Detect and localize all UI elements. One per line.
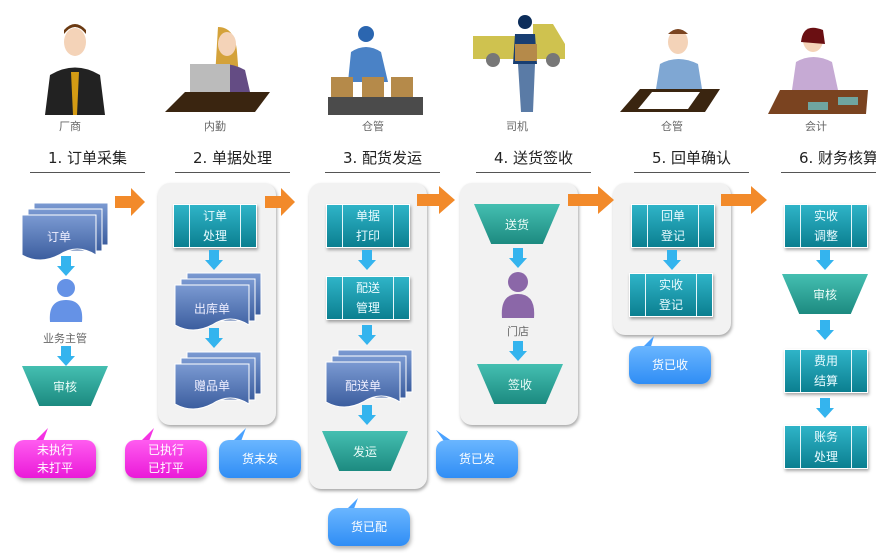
clerk-illustration bbox=[165, 27, 270, 112]
process-step[interactable]: 配送 管理 bbox=[326, 276, 410, 320]
stage-arrow-icon bbox=[115, 188, 145, 216]
accountant-illustration bbox=[768, 27, 868, 114]
process-step[interactable]: 实收 登记 bbox=[629, 273, 713, 317]
step-title: 4. 送货签收 bbox=[476, 147, 591, 173]
role-label: 仓管 bbox=[362, 120, 384, 133]
down-arrow-icon bbox=[358, 405, 376, 425]
warehouse-illustration bbox=[328, 26, 423, 115]
step-title: 6. 财务核算 bbox=[781, 147, 876, 173]
status-callout: 货已配 bbox=[328, 508, 410, 546]
driver-illustration bbox=[473, 15, 565, 112]
role-label: 内勤 bbox=[204, 120, 226, 133]
process-step[interactable]: 账务 处理 bbox=[784, 425, 868, 469]
dispatch-doc-shape[interactable] bbox=[325, 349, 414, 410]
down-arrow-icon bbox=[663, 250, 681, 270]
role-label: 仓管 bbox=[661, 120, 683, 133]
person-label: 业务主管 bbox=[43, 332, 87, 345]
stage-arrow-icon bbox=[721, 186, 767, 214]
down-arrow-icon bbox=[205, 250, 223, 270]
down-arrow-icon bbox=[358, 325, 376, 345]
status-callout: 货已发 bbox=[436, 440, 518, 478]
manufacturer-illustration bbox=[45, 24, 105, 115]
down-arrow-icon bbox=[509, 341, 527, 361]
status-callout: 未执行 未打平 bbox=[14, 440, 96, 478]
step-title: 3. 配货发运 bbox=[325, 147, 440, 173]
person-label: 门店 bbox=[507, 325, 529, 338]
status-callout: 已执行 已打平 bbox=[125, 440, 207, 478]
doc-label: 配送单 bbox=[344, 379, 381, 393]
doc-label: 出库单 bbox=[193, 302, 230, 316]
down-arrow-icon bbox=[509, 248, 527, 268]
step-title: 2. 单据处理 bbox=[175, 147, 290, 173]
doc-label: 订单 bbox=[46, 230, 71, 244]
down-arrow-icon bbox=[816, 320, 834, 340]
stage-arrow-icon bbox=[417, 186, 455, 214]
down-arrow-icon bbox=[816, 250, 834, 270]
process-step[interactable]: 实收 调整 bbox=[784, 204, 868, 248]
stage-arrow-icon bbox=[265, 188, 295, 216]
person-icon bbox=[49, 279, 83, 322]
process-step[interactable]: 订单 处理 bbox=[173, 204, 257, 248]
down-arrow-icon bbox=[57, 256, 75, 276]
review-step[interactable]: 审核 bbox=[782, 274, 868, 314]
receipt-clerk-illustration bbox=[620, 29, 720, 112]
process-step[interactable]: 回单 登记 bbox=[631, 204, 715, 248]
down-arrow-icon bbox=[816, 398, 834, 418]
step-title: 1. 订单采集 bbox=[30, 147, 145, 173]
status-callout: 货未发 bbox=[219, 440, 301, 478]
review-step[interactable]: 审核 bbox=[22, 366, 108, 406]
process-step[interactable]: 费用 结算 bbox=[784, 349, 868, 393]
down-arrow-icon bbox=[205, 328, 223, 348]
process-step[interactable]: 单据 打印 bbox=[326, 204, 410, 248]
delivery-doc-shape[interactable] bbox=[174, 272, 263, 333]
step-title: 5. 回单确认 bbox=[634, 147, 749, 173]
role-label: 会计 bbox=[805, 120, 827, 133]
gift-doc-shape[interactable] bbox=[174, 351, 263, 412]
order-doc-shape[interactable] bbox=[21, 202, 110, 263]
role-label: 厂商 bbox=[59, 120, 81, 133]
down-arrow-icon bbox=[57, 346, 75, 366]
ship-step[interactable]: 发运 bbox=[322, 431, 408, 471]
status-callout: 货已收 bbox=[629, 346, 711, 384]
doc-label: 赠品单 bbox=[193, 379, 230, 393]
role-label: 司机 bbox=[506, 120, 528, 133]
person-icon bbox=[501, 272, 535, 318]
down-arrow-icon bbox=[358, 250, 376, 270]
stage-arrow-icon bbox=[568, 186, 614, 214]
